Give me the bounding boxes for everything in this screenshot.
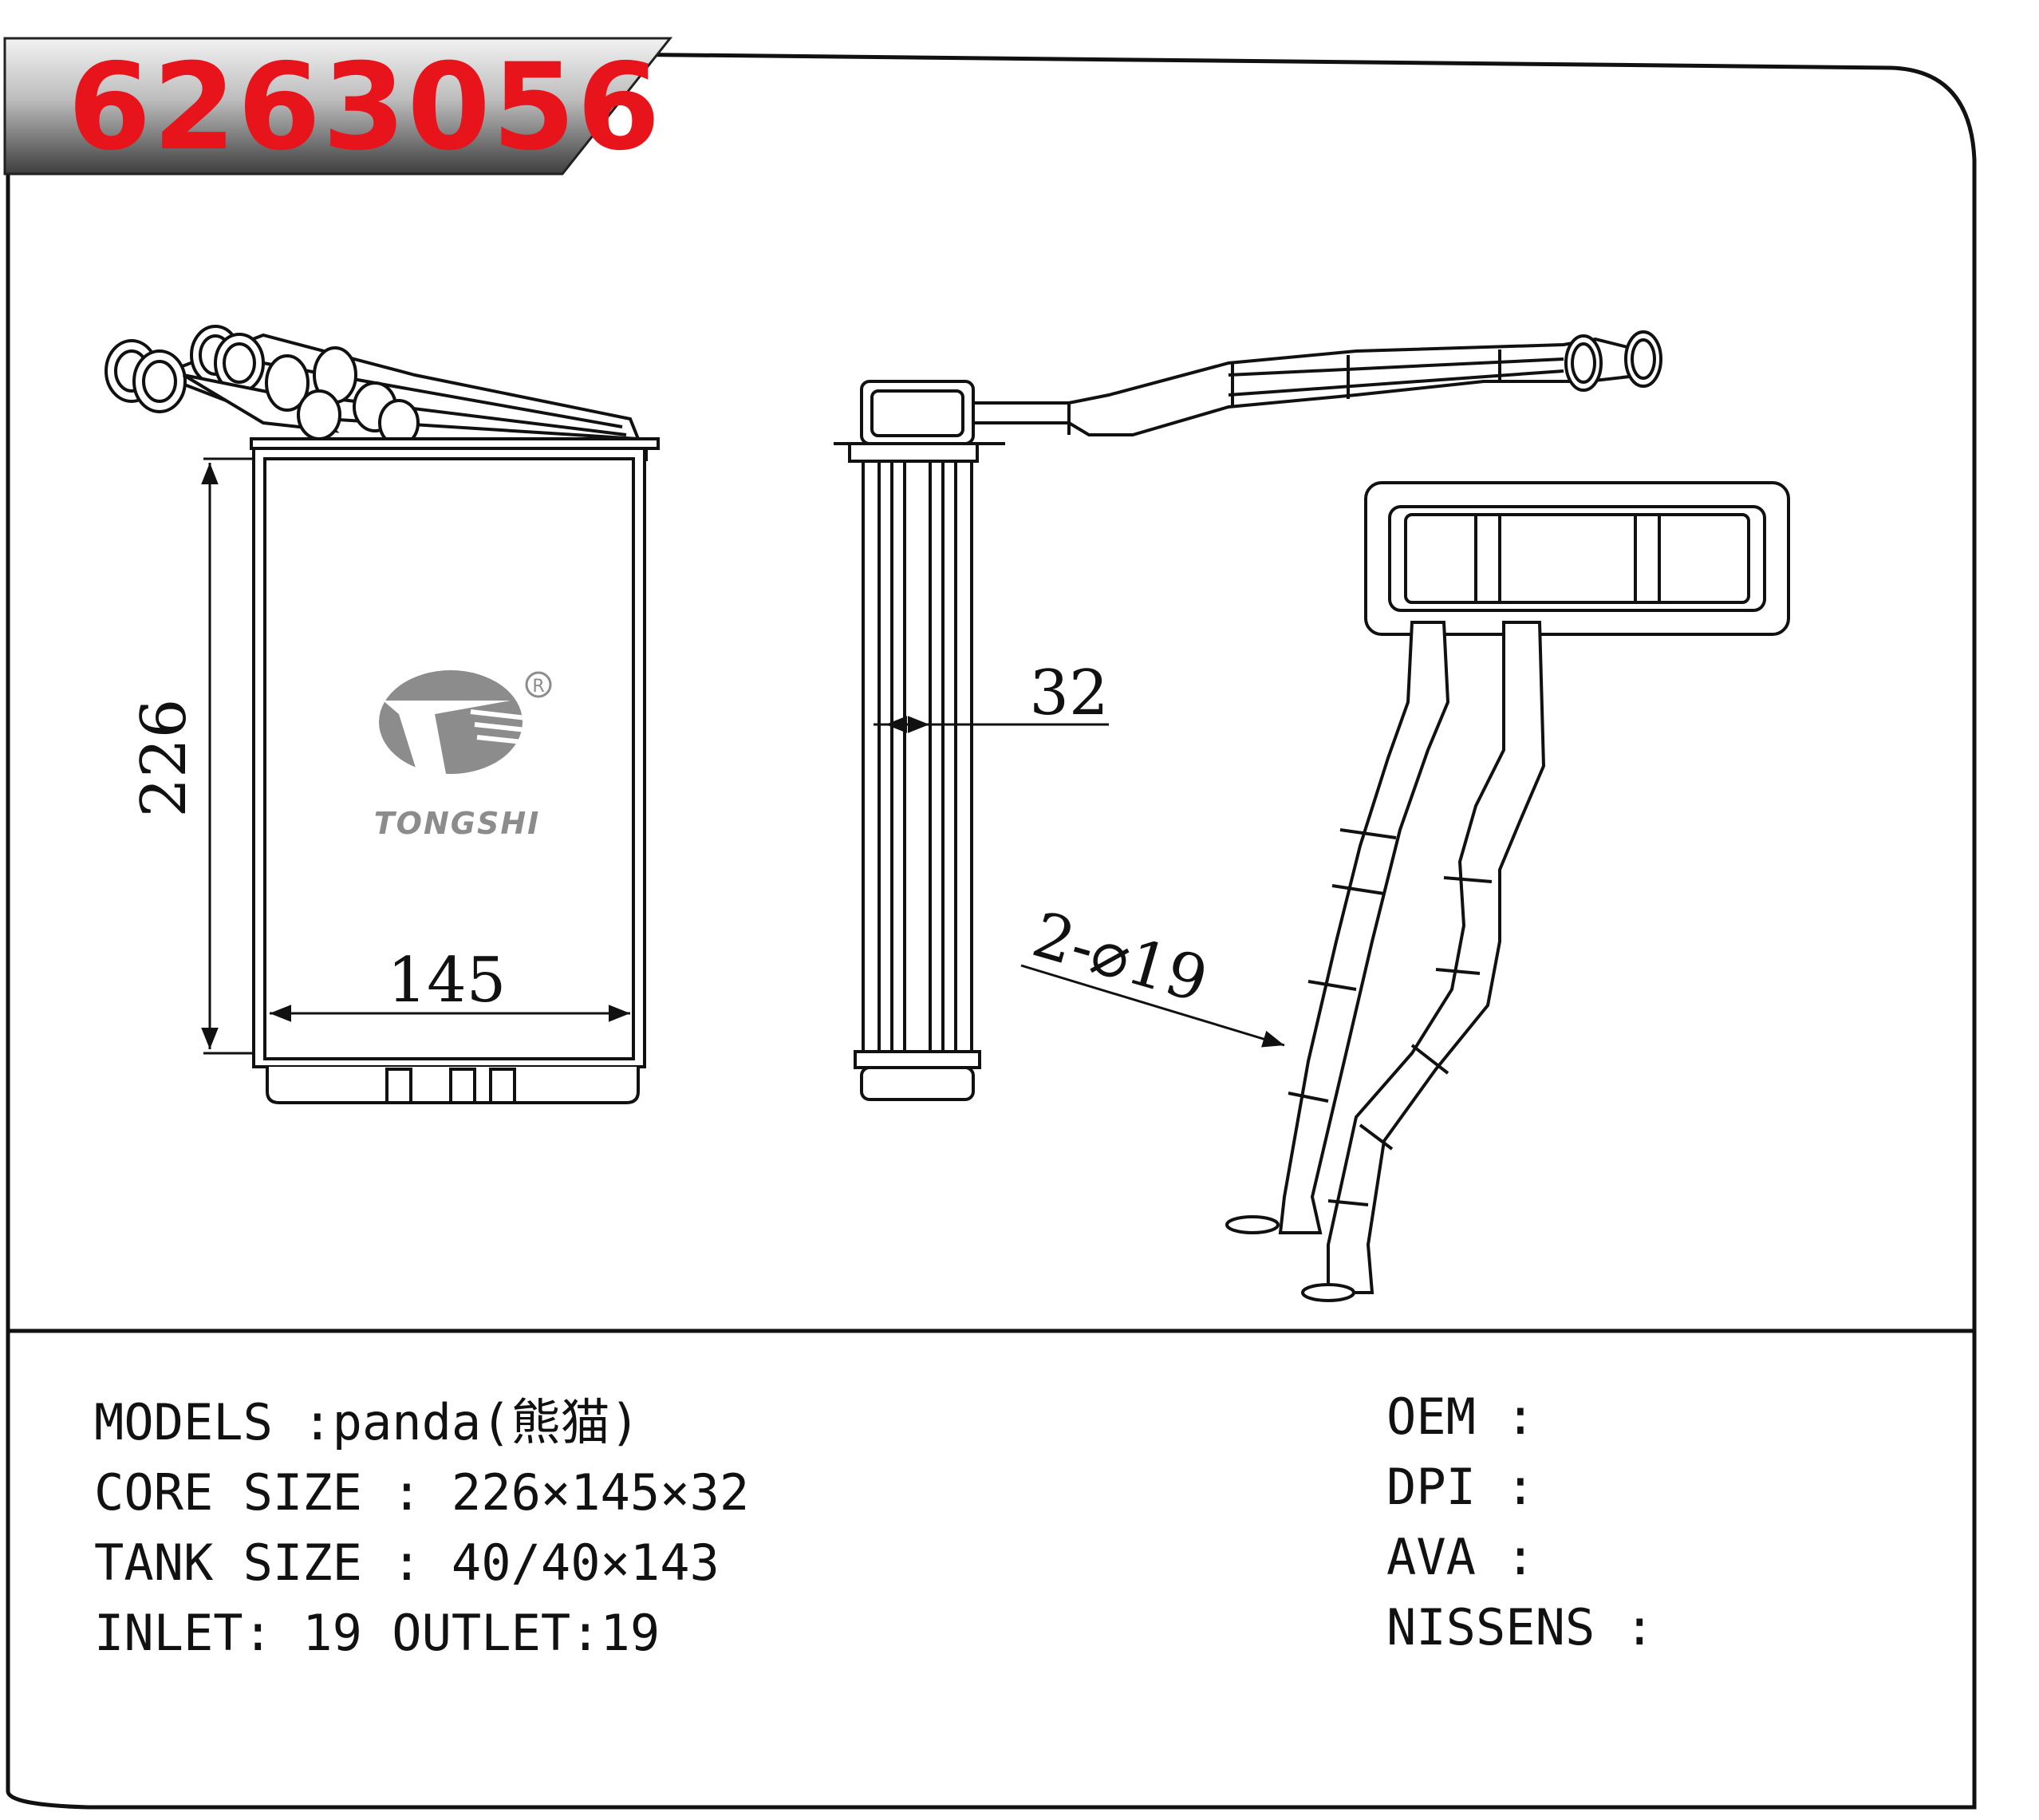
header-band <box>3 37 673 176</box>
top-view-pipe-left <box>1278 621 1450 1234</box>
height-dimension-label: 226 <box>128 699 200 818</box>
depth-dimension-label: 32 <box>1029 657 1108 729</box>
registered-mark-icon <box>525 671 552 698</box>
sheet-frame <box>6 45 1977 1810</box>
pipe-diameter-callout <box>1020 964 1285 1048</box>
width-dimension-label: 145 <box>388 945 507 1017</box>
tongshi-logo: R TONGSHI <box>374 670 552 841</box>
height-dimension <box>201 457 254 1055</box>
part-number: 6263056 <box>68 38 662 177</box>
front-view-pipes <box>105 325 641 447</box>
pipe-diameter-label: 2-⌀19 <box>1025 899 1215 1017</box>
side-pipe <box>972 337 1645 436</box>
brand-name: TONGSHI <box>374 806 541 841</box>
front-view <box>105 325 660 1104</box>
top-view-flange <box>1364 481 1790 636</box>
ref-ava: AVA : <box>1386 1528 1536 1586</box>
ref-dpi: DPI : <box>1386 1458 1536 1516</box>
spec-inlet-outlet: INLET: 19 OUTLET:19 <box>94 1604 661 1662</box>
side-view <box>834 330 1662 1101</box>
spec-core-size: CORE SIZE : 226×145×32 <box>94 1463 750 1522</box>
top-view-pipe-right <box>1327 621 1546 1294</box>
top-view <box>1225 481 1790 1302</box>
spec-tank-size: TANK SIZE : 40/40×143 <box>94 1534 720 1592</box>
side-bottom-tank <box>854 1050 981 1069</box>
side-core <box>862 460 973 1053</box>
front-bottom-tank <box>266 1067 640 1104</box>
spec-models: MODELS :panda(熊猫) <box>94 1393 640 1451</box>
ref-nissens: NISSENS : <box>1386 1598 1654 1656</box>
logo-emblem <box>379 670 523 774</box>
ref-oem: OEM : <box>1386 1388 1536 1446</box>
svg-text:R: R <box>532 677 544 697</box>
